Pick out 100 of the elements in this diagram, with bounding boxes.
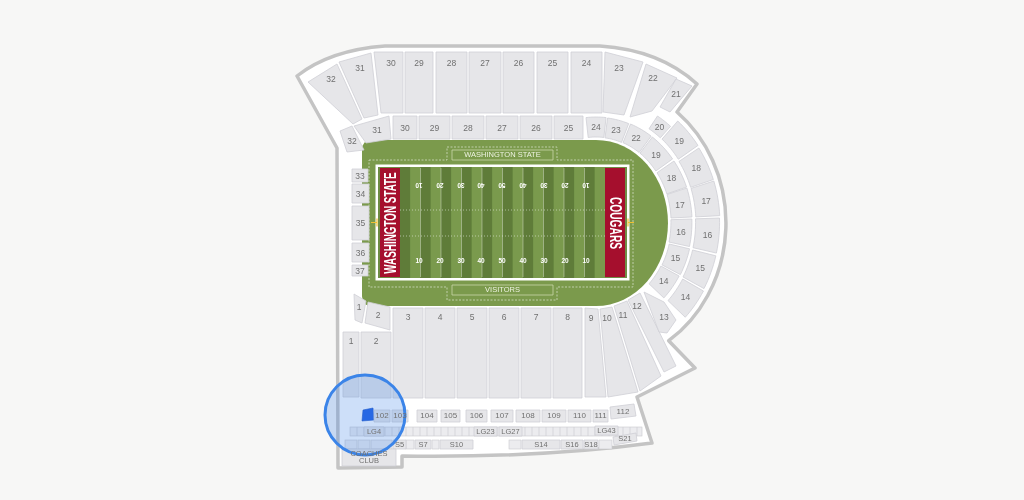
section-number: 15 <box>670 253 681 263</box>
section-number: 8 <box>565 312 570 322</box>
section-number: 4 <box>437 312 443 322</box>
section-number: 2 <box>375 310 381 320</box>
section-label: 102 <box>375 412 389 420</box>
section-number: 26 <box>531 123 541 132</box>
section-label: 109 <box>547 412 561 420</box>
section-number: 33 <box>355 171 365 180</box>
seating-section <box>568 410 591 422</box>
section-label: 104 <box>420 412 434 420</box>
section-label: 105 <box>443 412 458 420</box>
end-zone-text: WASHINGTON STATE <box>381 171 399 274</box>
section-number: 24 <box>591 122 601 132</box>
section-number: 16 <box>676 227 686 237</box>
bench-area <box>452 150 553 160</box>
section-number: 15 <box>695 263 705 273</box>
seating-section <box>393 308 423 398</box>
seating-section <box>503 52 534 113</box>
seating-section <box>352 243 369 262</box>
section-number: 1 <box>348 336 354 346</box>
seating-section <box>667 278 704 317</box>
section-number: 14 <box>680 292 691 302</box>
end-zone-text: COUGARS <box>606 196 624 249</box>
section-number: 17 <box>701 196 711 205</box>
seating-section <box>644 292 676 333</box>
seating-section <box>405 52 433 113</box>
seating-section <box>542 410 566 422</box>
section-number: 25 <box>547 58 558 68</box>
section-label: 112 <box>616 408 630 416</box>
section-label: 110 <box>573 412 586 420</box>
seating-section <box>678 147 714 187</box>
section-number: 27 <box>480 58 490 68</box>
section-number: 24 <box>581 58 592 68</box>
section-label: 106 <box>469 412 484 420</box>
seating-section <box>340 126 364 152</box>
section-number: 2 <box>373 336 379 346</box>
section-number: 23 <box>611 125 621 134</box>
seating-section <box>520 116 552 139</box>
section-number: 37 <box>355 266 365 275</box>
section-number: 26 <box>513 58 524 68</box>
section-number: 30 <box>400 123 410 132</box>
section-number: 32 <box>326 74 336 84</box>
section-label: 111 <box>594 412 607 420</box>
seating-section <box>521 308 551 398</box>
section-number: 31 <box>355 63 365 73</box>
section-number: 17 <box>675 200 685 209</box>
section-label: 107 <box>495 412 509 420</box>
section-number: 36 <box>355 248 366 257</box>
seating-section <box>415 440 431 449</box>
section-number: 12 <box>632 301 642 311</box>
section-number: 18 <box>666 173 677 183</box>
section-number: 16 <box>702 230 713 240</box>
seating-section <box>489 308 519 398</box>
section-number: 23 <box>614 63 624 73</box>
seating-section <box>436 52 467 113</box>
section-number: 31 <box>372 125 382 135</box>
selected-section <box>362 408 374 421</box>
seating-section <box>352 206 369 240</box>
seating-section <box>365 302 390 330</box>
seating-section <box>628 293 676 372</box>
section-number: 28 <box>463 123 473 132</box>
seating-section <box>656 160 687 194</box>
section-number: 22 <box>648 73 658 83</box>
seating-section <box>561 440 583 449</box>
section-number: 34 <box>355 189 366 198</box>
section-number: 5 <box>469 312 475 322</box>
seating-section <box>622 124 652 153</box>
section-number: 28 <box>446 58 457 68</box>
seating-section <box>605 117 629 143</box>
seating-section <box>691 181 720 218</box>
seating-section <box>600 307 638 397</box>
seating-section <box>666 188 692 219</box>
section-number: 27 <box>497 123 507 132</box>
seating-section <box>393 116 417 139</box>
section-number: 22 <box>631 133 641 143</box>
section-number: 32 <box>347 136 357 146</box>
seating-section <box>537 52 568 113</box>
section-number: 1 <box>356 302 362 312</box>
seating-section <box>522 440 560 449</box>
bench-area <box>452 285 553 295</box>
section-number: 10 <box>602 313 612 323</box>
seating-section <box>486 116 518 139</box>
seating-section <box>425 308 455 398</box>
section-number: 9 <box>588 313 594 323</box>
seating-section <box>660 79 692 112</box>
seating-section <box>343 332 359 397</box>
seating-section <box>553 308 582 398</box>
seating-section <box>452 116 484 139</box>
section-number: 11 <box>618 310 628 320</box>
seating-section <box>440 440 473 449</box>
seating-section <box>610 404 636 419</box>
seating-section <box>491 410 513 422</box>
section-number: 19 <box>651 150 661 159</box>
seating-section <box>354 294 366 323</box>
section-number: 14 <box>659 277 669 286</box>
section-number: 21 <box>671 89 681 99</box>
seating-section <box>693 218 720 254</box>
seating-section <box>640 137 673 172</box>
section-number: 25 <box>563 123 574 132</box>
section-number: 35 <box>355 218 366 228</box>
